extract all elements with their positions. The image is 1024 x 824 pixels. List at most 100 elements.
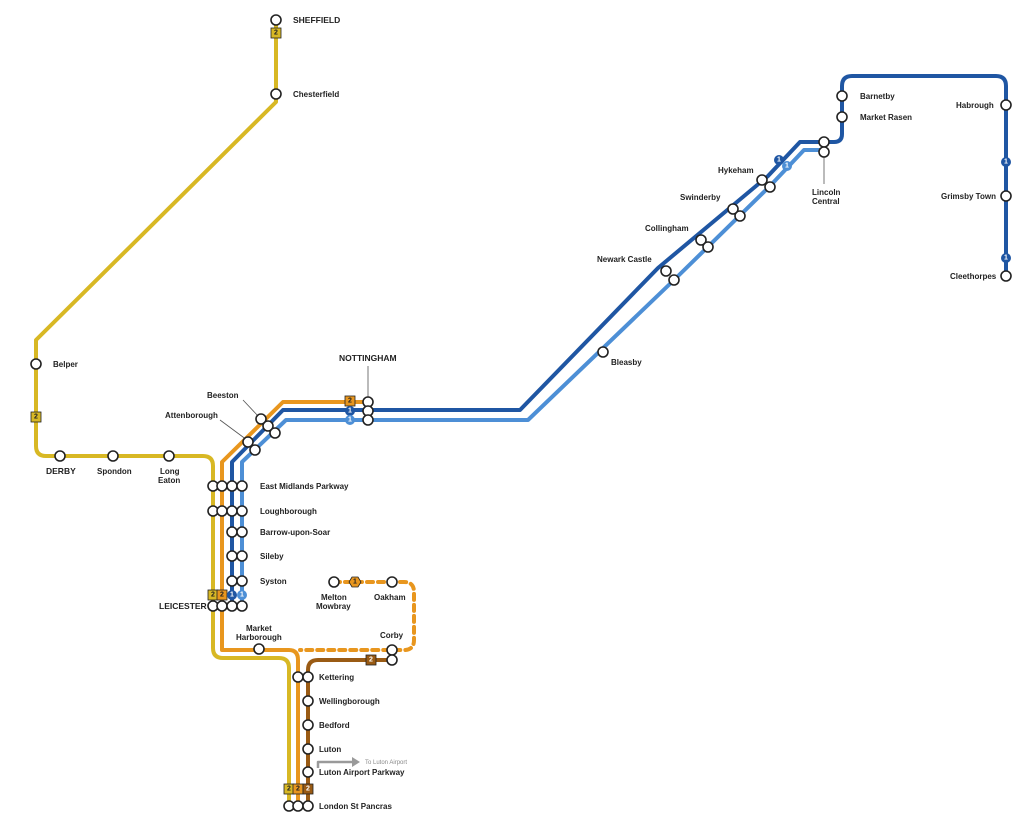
- station-label-syston: Syston: [260, 577, 287, 586]
- badge-label: 1: [348, 408, 352, 415]
- station-circle-icon[interactable]: [216, 480, 228, 492]
- badge-label: 1: [240, 592, 244, 599]
- station-circle-icon[interactable]: [236, 480, 248, 492]
- station-label-oakham: Oakham: [374, 593, 406, 602]
- station-circle-icon[interactable]: [1000, 190, 1012, 202]
- station-label-collingham: Collingham: [645, 224, 689, 233]
- station-label-long-eaton: Long: [160, 467, 180, 476]
- frequency-badge-icon: [30, 411, 42, 423]
- station-circle-icon[interactable]: [30, 358, 42, 370]
- station-circle-icon[interactable]: [226, 550, 238, 562]
- frequency-badge-icon: [227, 590, 237, 600]
- station-label-derby: DERBY: [46, 466, 76, 476]
- badge-label: 1: [785, 163, 789, 170]
- station-circle-icon[interactable]: [756, 174, 768, 186]
- station-circle-icon[interactable]: [107, 450, 119, 462]
- station-circle-icon[interactable]: [216, 600, 228, 612]
- station-circle-icon[interactable]: [302, 719, 314, 731]
- station-label-habrough: Habrough: [956, 101, 994, 110]
- station-circle-icon[interactable]: [302, 671, 314, 683]
- station-label-grimsby-town: Grimsby Town: [941, 192, 996, 201]
- station-circle-icon[interactable]: [236, 550, 248, 562]
- station-label-beeston: Beeston: [207, 391, 239, 400]
- station-circle-icon[interactable]: [292, 800, 304, 812]
- badge-label: 1: [1004, 159, 1008, 166]
- station-label-melton-mowbray: Mowbray: [316, 602, 351, 611]
- station-label-kettering: Kettering: [319, 673, 354, 682]
- station-circle-icon[interactable]: [727, 203, 739, 215]
- station-circle-icon[interactable]: [270, 14, 282, 26]
- station-circle-icon[interactable]: [695, 234, 707, 246]
- station-circle-icon[interactable]: [386, 576, 398, 588]
- station-circle-icon[interactable]: [216, 505, 228, 517]
- station-circle-icon[interactable]: [249, 444, 261, 456]
- station-circle-icon[interactable]: [302, 695, 314, 707]
- station-circle-icon[interactable]: [236, 575, 248, 587]
- station-label-bleasby: Bleasby: [611, 358, 642, 367]
- station-circle-icon[interactable]: [226, 526, 238, 538]
- badge-label: 1: [777, 157, 781, 164]
- route-brown-corby-london: [306, 658, 394, 808]
- station-label-newark-castle: Newark Castle: [597, 255, 652, 264]
- leader-line: [242, 399, 260, 418]
- station-circle-icon[interactable]: [660, 265, 672, 277]
- station-label-bedford: Bedford: [319, 721, 350, 730]
- station-circle-icon[interactable]: [255, 413, 267, 425]
- frequency-badge-icon: [302, 783, 314, 795]
- station-label-loughborough: Loughborough: [260, 507, 317, 516]
- stations: [30, 14, 1012, 812]
- station-label-nottingham: NOTTINGHAM: [339, 353, 397, 363]
- station-label-leicester: LEICESTER: [159, 601, 207, 611]
- station-circle-icon[interactable]: [1000, 99, 1012, 111]
- station-circle-icon[interactable]: [734, 210, 746, 222]
- station-circle-icon[interactable]: [163, 450, 175, 462]
- station-circle-icon[interactable]: [226, 480, 238, 492]
- station-circle-icon[interactable]: [1000, 270, 1012, 282]
- station-circle-icon[interactable]: [253, 643, 265, 655]
- station-circle-icon[interactable]: [328, 576, 340, 588]
- station-circle-icon[interactable]: [242, 436, 254, 448]
- frequency-badge-icon: [365, 654, 377, 666]
- route-orange-nottingham-london: [220, 400, 370, 808]
- badge-label: 1: [1004, 255, 1008, 262]
- frequency-badge-icon: [1001, 253, 1011, 263]
- station-circle-icon[interactable]: [597, 346, 609, 358]
- station-circle-icon[interactable]: [54, 450, 66, 462]
- station-circle-icon[interactable]: [262, 420, 274, 432]
- badge-label: 1: [353, 579, 357, 586]
- station-circle-icon[interactable]: [668, 274, 680, 286]
- station-label-market-harborough: Market: [246, 624, 272, 633]
- station-label-hykeham: Hykeham: [718, 166, 754, 175]
- station-circle-icon[interactable]: [702, 241, 714, 253]
- station-circle-icon[interactable]: [236, 600, 248, 612]
- station-label-luton: Luton: [319, 745, 341, 754]
- station-label-cleethorpes: Cleethorpes: [950, 272, 997, 281]
- frequency-badge-icon: [345, 415, 355, 425]
- station-label-spondon: Spondon: [97, 467, 132, 476]
- station-circle-icon[interactable]: [292, 671, 304, 683]
- badge-label: 2: [34, 414, 38, 421]
- station-circle-icon[interactable]: [386, 654, 398, 666]
- station-circle-icon[interactable]: [818, 136, 830, 148]
- station-circle-icon[interactable]: [836, 90, 848, 102]
- station-circle-icon[interactable]: [362, 414, 374, 426]
- station-circle-icon[interactable]: [226, 505, 238, 517]
- station-circle-icon[interactable]: [226, 575, 238, 587]
- station-circle-icon[interactable]: [302, 766, 314, 778]
- station-circle-icon[interactable]: [236, 526, 248, 538]
- station-circle-icon[interactable]: [269, 427, 281, 439]
- station-circle-icon[interactable]: [226, 600, 238, 612]
- station-circle-icon[interactable]: [270, 88, 282, 100]
- station-circle-icon[interactable]: [386, 644, 398, 656]
- station-circle-icon[interactable]: [302, 800, 314, 812]
- badge-label: 2: [296, 786, 300, 793]
- station-circle-icon[interactable]: [818, 146, 830, 158]
- frequency-badge-icon: [782, 161, 792, 171]
- station-circle-icon[interactable]: [302, 743, 314, 755]
- station-circle-icon[interactable]: [836, 111, 848, 123]
- station-circle-icon[interactable]: [764, 181, 776, 193]
- badge-label: 1: [348, 417, 352, 424]
- station-label-market-rasen: Market Rasen: [860, 113, 912, 122]
- station-circle-icon[interactable]: [236, 505, 248, 517]
